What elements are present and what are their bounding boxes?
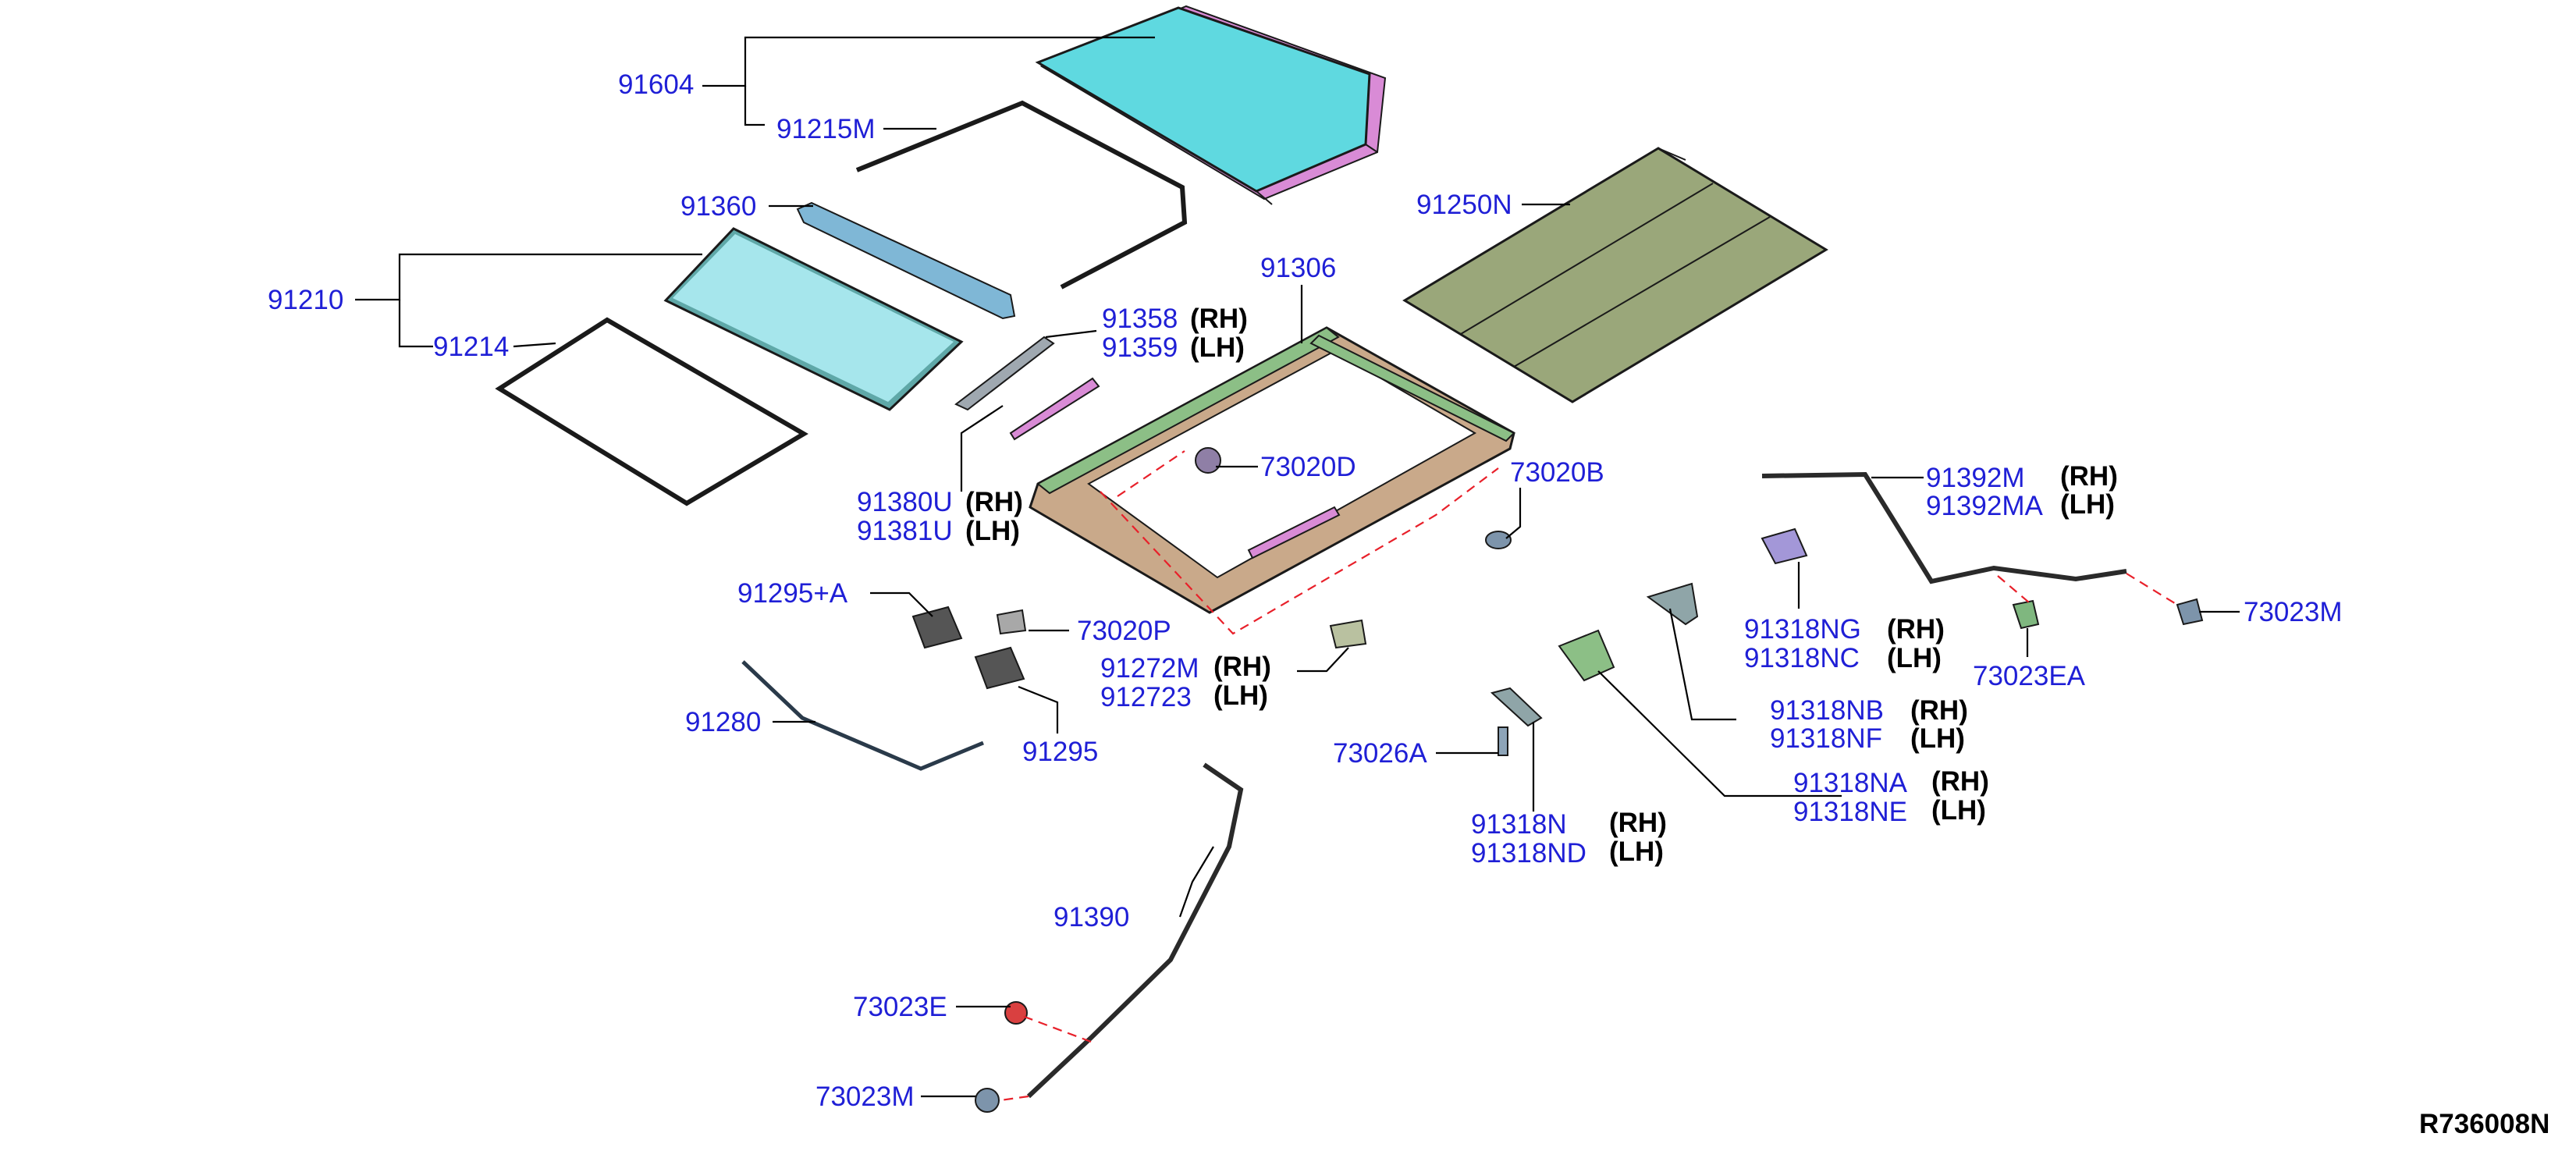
label-91392M-side: (RH) xyxy=(2060,461,2118,492)
motor-91295-illustration xyxy=(911,606,1025,690)
deflector-91360-illustration xyxy=(796,201,1016,320)
label-91318NG: 91318NG xyxy=(1744,614,1861,645)
label-91215M: 91215M xyxy=(776,114,875,144)
label-91359-side: (LH) xyxy=(1190,332,1245,363)
clip-73023M-right-illustration xyxy=(2176,598,2204,626)
label-73026A: 73026A xyxy=(1333,738,1427,769)
label-73020P: 73020P xyxy=(1077,616,1171,646)
bracket-91318NB-illustration xyxy=(1646,582,1699,626)
drain-hose-91390-illustration xyxy=(1026,762,1244,1099)
label-91295A: 91295+A xyxy=(737,578,848,609)
dashed-assembly-links xyxy=(1000,450,2178,1102)
label-91272M-side: (RH) xyxy=(1213,652,1271,682)
label-91604: 91604 xyxy=(618,69,694,100)
clip-73020D-illustration xyxy=(1195,447,1221,474)
bracket-91318NG-illustration xyxy=(1761,527,1808,565)
label-912723-side: (LH) xyxy=(1213,680,1268,711)
seal-91215M-illustration xyxy=(855,100,1188,290)
glass-panel-91604-illustration xyxy=(1035,5,1387,205)
clip-73020P-illustration xyxy=(996,609,1027,635)
label-73023M-right: 73023M xyxy=(2244,597,2342,627)
trim-91380U-illustration xyxy=(1009,377,1100,441)
reference-code: R736008N xyxy=(2419,1109,2549,1139)
label-91318NE: 91318NE xyxy=(1793,797,1907,827)
label-91358: 91358 xyxy=(1102,304,1178,334)
label-91392MA: 91392MA xyxy=(1926,491,2043,521)
label-91250N: 91250N xyxy=(1416,190,1512,220)
label-91318NE-side: (LH) xyxy=(1931,795,1986,826)
clip-73023M-bottom-illustration xyxy=(975,1088,1000,1113)
label-91306: 91306 xyxy=(1260,253,1336,283)
label-91318NG-side: (RH) xyxy=(1887,614,1945,645)
label-91295: 91295 xyxy=(1022,737,1098,767)
part-labels: 91604 91215M 91360 91210 91214 91250N 91… xyxy=(268,69,2549,1139)
label-91318NF-side: (LH) xyxy=(1910,723,1965,754)
bracket-91272M-illustration xyxy=(1329,619,1367,649)
sunshade-91250N-illustration xyxy=(1402,147,1828,403)
bracket-91358-illustration xyxy=(954,336,1055,411)
label-91210: 91210 xyxy=(268,285,343,315)
label-91359: 91359 xyxy=(1102,332,1178,363)
label-91318NB: 91318NB xyxy=(1770,695,1884,726)
clip-73023EA-illustration xyxy=(2012,599,2040,630)
drain-91280-illustration xyxy=(741,660,984,771)
label-91318N: 91318N xyxy=(1471,809,1567,840)
label-91280: 91280 xyxy=(685,707,761,737)
label-73020D: 73020D xyxy=(1260,452,1356,482)
label-91360: 91360 xyxy=(680,191,756,222)
label-91392MA-side: (LH) xyxy=(2060,489,2115,520)
label-73023E: 73023E xyxy=(853,992,947,1022)
bracket-91318N-illustration xyxy=(1490,687,1543,727)
clip-73026A-illustration xyxy=(1498,726,1508,756)
label-91380U-side: (RH) xyxy=(965,487,1023,517)
label-73023M-bottom: 73023M xyxy=(815,1082,914,1112)
label-91214: 91214 xyxy=(433,332,509,362)
label-91318NB-side: (RH) xyxy=(1910,695,1968,726)
label-91392M: 91392M xyxy=(1926,463,2024,493)
label-91318ND-side: (LH) xyxy=(1609,837,1664,867)
label-73020B: 73020B xyxy=(1510,457,1604,488)
leader-lines xyxy=(355,36,2240,1098)
label-91318NC-side: (LH) xyxy=(1887,643,1942,673)
grommet-73020B-illustration xyxy=(1485,531,1512,549)
label-91318ND: 91318ND xyxy=(1471,838,1586,868)
label-91381U: 91381U xyxy=(857,516,953,546)
label-91318NA-side: (RH) xyxy=(1931,766,1989,797)
label-91318NA: 91318NA xyxy=(1793,768,1908,798)
bracket-91318NA-illustration xyxy=(1558,629,1615,682)
label-91318NF: 91318NF xyxy=(1770,723,1882,754)
label-91272M: 91272M xyxy=(1100,653,1199,684)
label-91390: 91390 xyxy=(1053,902,1129,932)
label-91318NC: 91318NC xyxy=(1744,643,1860,673)
label-73023EA: 73023EA xyxy=(1973,661,2086,691)
glass-assembly-91210-illustration xyxy=(663,227,964,411)
frame-91306-illustration xyxy=(1029,326,1515,614)
label-91381U-side: (LH) xyxy=(965,516,1020,546)
label-91318N-side: (RH) xyxy=(1609,808,1667,838)
label-912723: 912723 xyxy=(1100,682,1192,712)
seal-91214-illustration xyxy=(495,317,808,506)
label-91380U: 91380U xyxy=(857,487,953,517)
label-91358-side: (RH) xyxy=(1190,304,1248,334)
drain-hose-91392M-illustration xyxy=(1761,471,2127,584)
clip-73023E-illustration xyxy=(1004,1001,1028,1025)
